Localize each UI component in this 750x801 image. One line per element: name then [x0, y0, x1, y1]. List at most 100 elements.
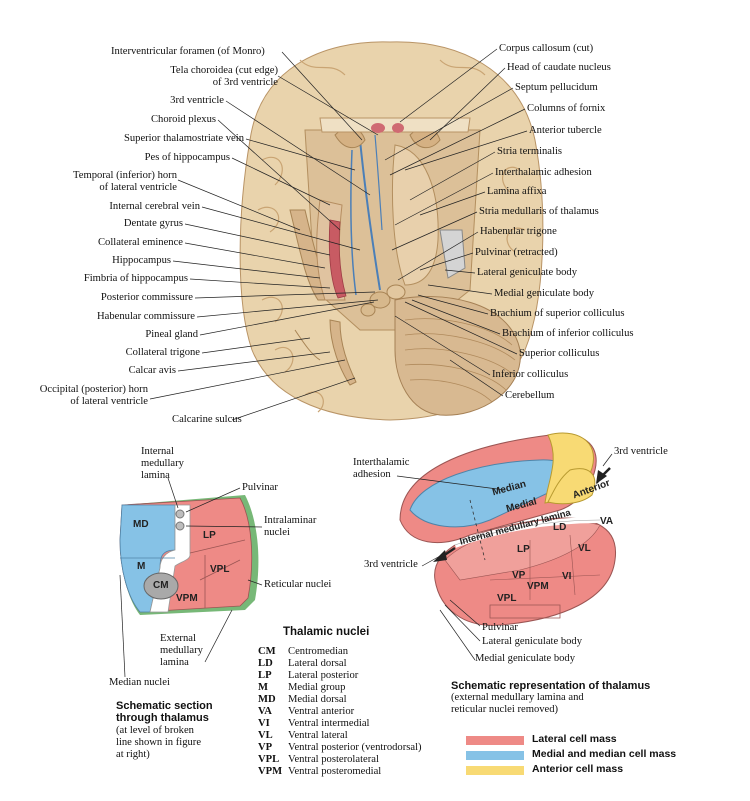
pineal-gland — [369, 291, 391, 309]
label-choroid-plexus: Choroid plexus — [150, 114, 216, 125]
label-third-ventricle-top: 3rd ventricle — [614, 446, 668, 457]
thalamus-3d-diagram — [396, 432, 617, 661]
legend-swatch-medial — [466, 751, 524, 760]
label-columns-of-fornix: Columns of fornix — [527, 103, 606, 114]
label-pes-of-hippocampus: Pes of hippocampus — [144, 152, 230, 163]
label-stria-medullaris: Stria medullaris of thalamus — [479, 206, 599, 217]
schematic-vl: VL — [578, 543, 591, 554]
section-nucleus-cm: CM — [153, 580, 169, 591]
label-collateral-eminence: Collateral eminence — [97, 237, 183, 248]
label-section-pulvinar: Pulvinar — [242, 482, 278, 493]
label-interthalamic-adhesion: Interthalamic adhesion — [495, 167, 592, 178]
label-habenular-trigone: Habenular trigone — [480, 226, 557, 237]
section-caption-sub-3: at right) — [116, 749, 150, 760]
label-habenular-commissure: Habenular commissure — [97, 311, 195, 322]
schematic-vpm: VPM — [527, 581, 549, 592]
label-external-medullary-lamina-3: lamina — [160, 657, 189, 668]
legend-swatch-lateral — [466, 736, 524, 745]
schematic-vpl: VPL — [497, 593, 517, 604]
label-schematic-lateral-geniculate: Lateral geniculate body — [482, 636, 583, 647]
label-median-nuclei: Median nuclei — [109, 677, 170, 688]
label-schematic-pulvinar: Pulvinar — [482, 622, 518, 633]
section-caption-sub: (at level of broken — [116, 725, 194, 736]
label-lateral-geniculate-body: Lateral geniculate body — [477, 267, 578, 278]
label-hippocampus: Hippocampus — [112, 255, 171, 266]
section-nucleus-vpl: VPL — [210, 564, 230, 575]
label-internal-cerebral-vein: Internal cerebral vein — [109, 201, 200, 212]
label-reticular-nuclei: Reticular nuclei — [264, 579, 332, 590]
label-intralaminar-nuclei: Intralaminar — [264, 515, 317, 526]
section-caption-title-2: through thalamus — [116, 712, 209, 724]
thalamus-right — [391, 144, 439, 286]
label-tela-choroidea-2: of 3rd ventricle — [212, 77, 278, 88]
label-calcarine-sulcus: Calcarine sulcus — [172, 414, 242, 425]
schematic-lp: LP — [517, 544, 530, 555]
cerebellum — [394, 296, 521, 416]
section-caption-title: Schematic section — [116, 700, 213, 712]
legend-label-lateral: Lateral cell mass — [532, 733, 617, 745]
label-third-ventricle-left: 3rd ventricle — [364, 559, 418, 570]
choroid-plexus — [328, 219, 347, 299]
section-nucleus-m: M — [137, 561, 146, 572]
label-brachium-inferior-colliculus: Brachium of inferior colliculus — [502, 328, 634, 339]
label-head-of-caudate: Head of caudate nucleus — [507, 62, 611, 73]
label-intralaminar-nuclei-2: nuclei — [264, 527, 290, 538]
label-cerebellum: Cerebellum — [505, 390, 555, 401]
label-superior-thalamostriate-vein: Superior thalamostriate vein — [123, 133, 244, 144]
section-nucleus-vpm: VPM — [176, 593, 198, 604]
section-nucleus-lp: LP — [203, 530, 216, 541]
legend-label-medial: Medial and median cell mass — [532, 748, 677, 760]
schematic-caption-title: Schematic representation of thalamus — [451, 680, 651, 692]
legend-swatch-anterior — [466, 766, 524, 775]
section-diagram — [119, 477, 263, 678]
schematic-va: VA — [600, 516, 614, 527]
left-leader-lines — [149, 51, 379, 421]
schematic-ld: LD — [553, 522, 567, 533]
label-stria-terminalis: Stria terminalis — [497, 146, 563, 157]
label-medial-geniculate-body: Medial geniculate body — [494, 288, 595, 299]
label-septum-pellucidum: Septum pellucidum — [515, 82, 598, 93]
label-occipital-horn-2: of lateral ventricle — [70, 396, 148, 407]
label-external-medullary-lamina-2: medullary — [160, 645, 203, 656]
label-anterior-tubercle: Anterior tubercle — [529, 125, 602, 136]
label-internal-medullary-lamina: Internal — [141, 446, 174, 457]
section-nucleus-md: MD — [133, 519, 149, 530]
section-caption-sub-2: line shown in figure — [116, 737, 202, 748]
schematic-vi: VI — [562, 571, 572, 582]
label-internal-medullary-lamina-2: medullary — [141, 458, 184, 469]
schematic-caption-sub: (external medullary lamina and — [451, 692, 584, 703]
label-tela-choroidea: Tela choroidea (cut edge) — [170, 65, 278, 76]
label-inferior-colliculus: Inferior colliculus — [492, 369, 569, 380]
label-interthalamic-adhesion-schematic-2: adhesion — [353, 469, 391, 480]
thalamic-nuclei-title: Thalamic nuclei — [283, 626, 370, 638]
label-schematic-medial-geniculate: Medial geniculate body — [475, 653, 576, 664]
label-posterior-commissure: Posterior commissure — [100, 292, 193, 303]
label-pulvinar-retracted: Pulvinar (retracted) — [475, 247, 558, 258]
label-temporal-horn-2: of lateral ventricle — [99, 182, 177, 193]
label-interthalamic-adhesion-schematic: Interthalamic — [353, 457, 410, 468]
label-interventricular-foramen: Interventricular foramen (of Monro) — [111, 46, 265, 57]
legend-label-anterior: Anterior cell mass — [532, 763, 624, 775]
label-dentate-gyrus: Dentate gyrus — [123, 218, 183, 229]
schematic-caption-sub-2: reticular nuclei removed) — [451, 704, 559, 715]
label-lamina-affixa: Lamina affixa — [487, 186, 547, 197]
label-temporal-horn: Temporal (inferior) horn — [73, 170, 177, 181]
label-external-medullary-lamina: External — [160, 633, 196, 644]
label-pineal-gland: Pineal gland — [145, 329, 198, 340]
right-leader-lines — [384, 48, 528, 397]
label-third-ventricle: 3rd ventricle — [170, 95, 224, 106]
label-superior-colliculus: Superior colliculus — [519, 348, 600, 359]
schematic-vp: VP — [512, 570, 526, 581]
label-collateral-trigone: Collateral trigone — [125, 347, 200, 358]
label-fimbria-of-hippocampus: Fimbria of hippocampus — [83, 273, 188, 284]
